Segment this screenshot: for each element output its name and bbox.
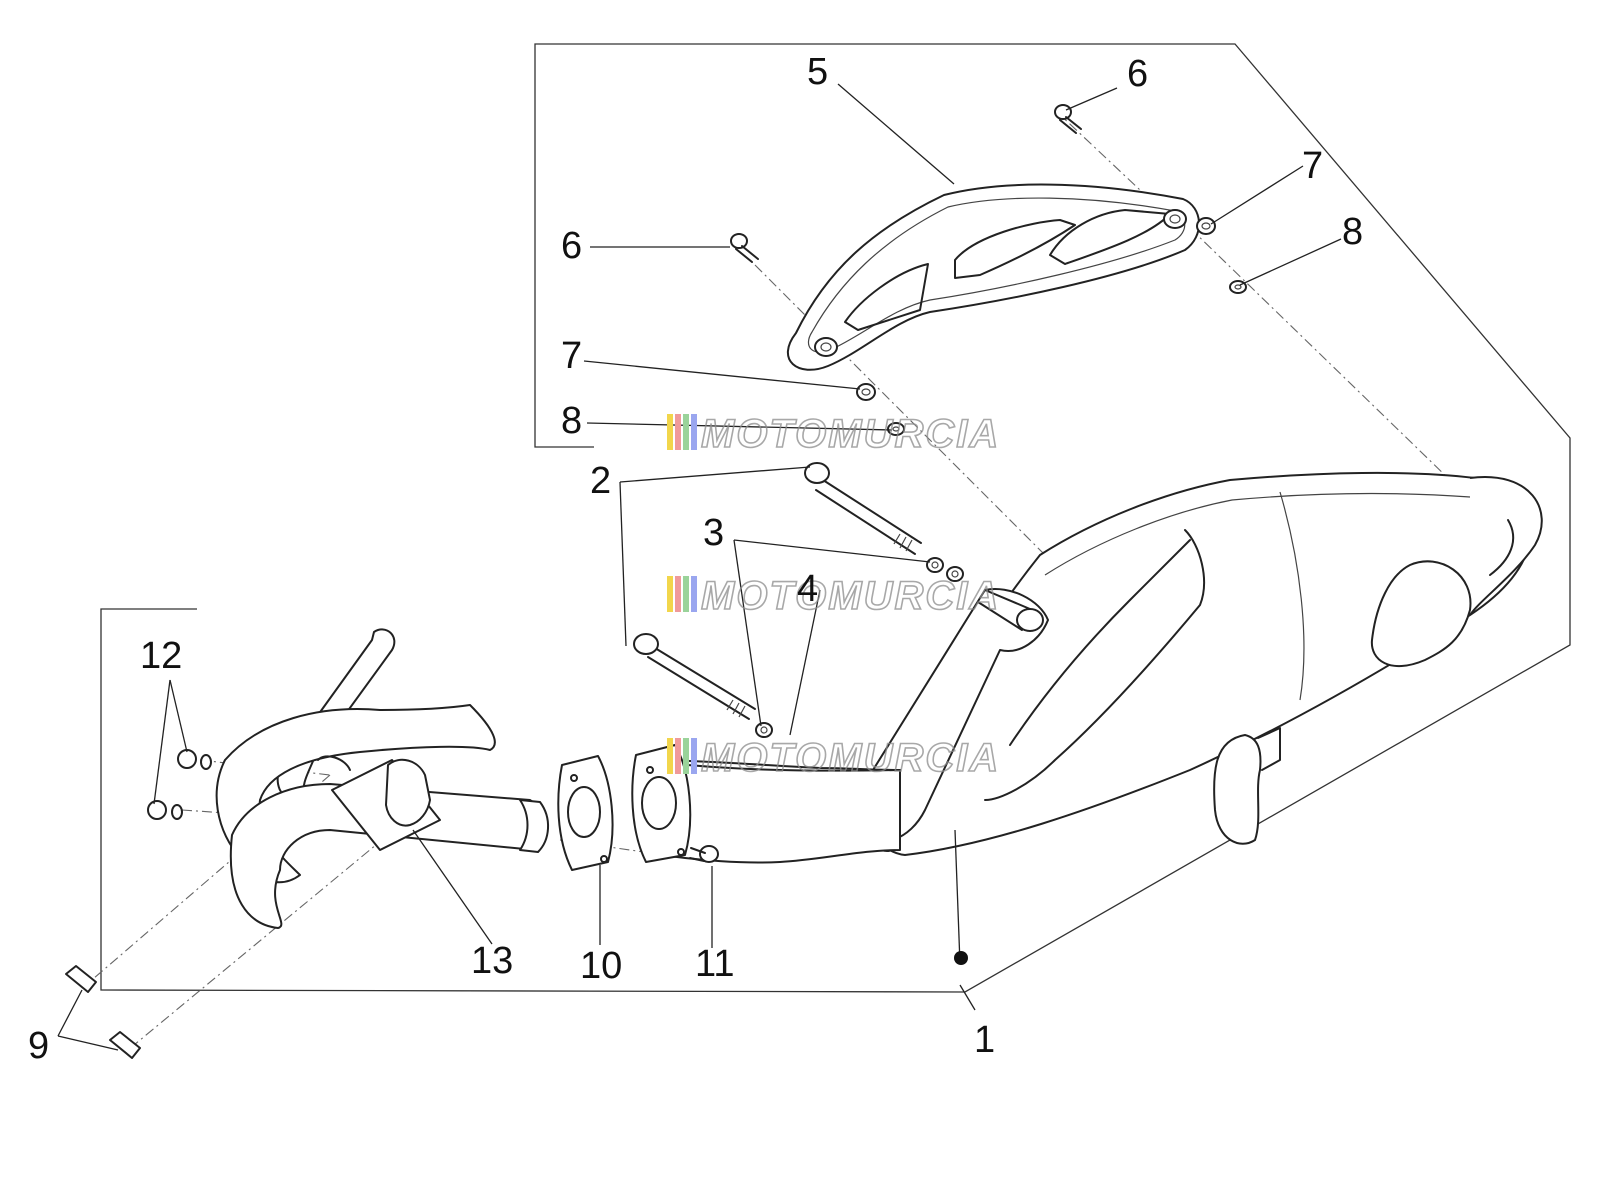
callout-4: 4 bbox=[797, 568, 818, 610]
watermark-1: MOTOMURCIA bbox=[667, 411, 1000, 457]
bolt-2-upper bbox=[804, 462, 922, 555]
leader-lines bbox=[57, 83, 1342, 1051]
muffler-assembly bbox=[639, 471, 1543, 864]
callout-1: 1 bbox=[974, 1019, 995, 1061]
callout-3: 3 bbox=[703, 512, 724, 554]
group-frames bbox=[100, 43, 1571, 993]
callout-10: 10 bbox=[580, 945, 622, 987]
callout-9: 9 bbox=[28, 1025, 49, 1067]
bushing-7-left bbox=[856, 383, 876, 401]
callout-2: 2 bbox=[590, 460, 611, 502]
mounting-bolts bbox=[633, 462, 964, 738]
callout-11: 11 bbox=[695, 943, 734, 985]
callout-7-left: 7 bbox=[561, 335, 582, 377]
assembly-dot bbox=[954, 951, 968, 965]
callout-6-left: 6 bbox=[561, 225, 582, 267]
callout-6-upper: 6 bbox=[1127, 53, 1148, 95]
svg-text:MOTOMURCIA: MOTOMURCIA bbox=[701, 736, 1000, 780]
screw-6-left bbox=[730, 233, 759, 263]
screw-6-upper bbox=[1054, 104, 1082, 134]
studs-9 bbox=[65, 965, 141, 1059]
nuts-12 bbox=[147, 749, 212, 820]
callout-12: 12 bbox=[140, 635, 182, 677]
watermarks: MOTOMURCIA MOTOMURCIA MOTOMURCIA bbox=[667, 411, 1000, 781]
exhaust-manifold bbox=[215, 628, 549, 929]
shield-fasteners bbox=[730, 104, 1247, 436]
callout-5: 5 bbox=[807, 51, 828, 93]
callout-8-left: 8 bbox=[561, 400, 582, 442]
bolt-2-lower bbox=[633, 633, 756, 720]
callout-7-right: 7 bbox=[1302, 145, 1323, 187]
callout-13: 13 bbox=[471, 940, 513, 982]
washers-3 bbox=[755, 557, 964, 738]
screw-11 bbox=[689, 845, 719, 863]
watermark-3: MOTOMURCIA bbox=[667, 735, 1000, 781]
washer-8-left bbox=[887, 422, 905, 436]
svg-text:MOTOMURCIA: MOTOMURCIA bbox=[701, 574, 1000, 618]
callouts: 5 6 7 8 6 7 8 2 3 4 12 13 10 11 9 1 bbox=[28, 51, 1363, 1067]
upper-group-frame bbox=[100, 43, 1571, 993]
watermark-2: MOTOMURCIA bbox=[667, 573, 1000, 619]
heat-shield bbox=[786, 183, 1200, 371]
bushing-7-right bbox=[1196, 217, 1216, 235]
callout-8-right: 8 bbox=[1342, 211, 1363, 253]
svg-text:MOTOMURCIA: MOTOMURCIA bbox=[701, 412, 1000, 456]
